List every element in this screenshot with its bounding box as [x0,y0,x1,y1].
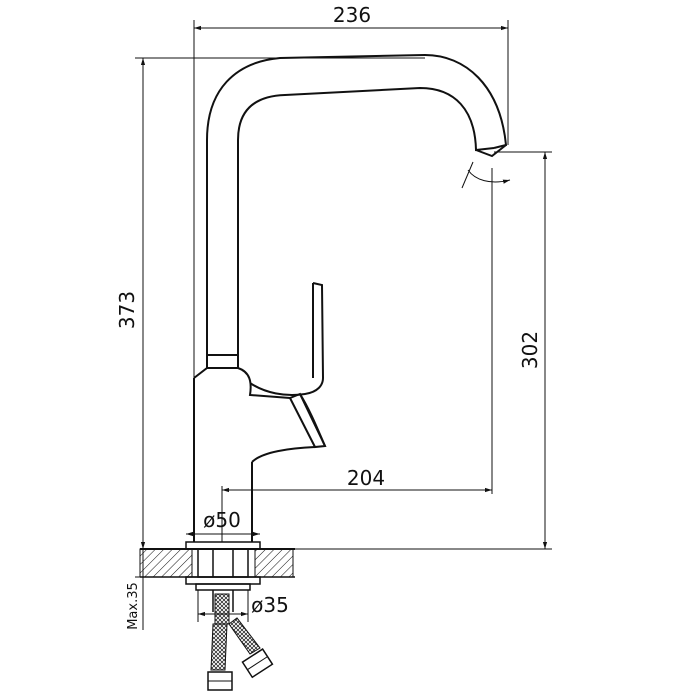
dim-spout-height: 302 [518,331,542,369]
dim-spout-reach: 204 [347,466,385,490]
dim-base-diameter: ø50 [203,508,241,532]
dim-overall-height: 373 [115,291,139,329]
dim-max-deck-thickness: Max.35 [126,582,141,630]
dim-shank-diameter: ø35 [251,593,289,617]
mounting-shank [185,541,261,612]
countertop-section [139,548,295,578]
dim-overall-width: 236 [333,3,371,27]
faucet-outline [193,53,508,542]
flexible-hoses [207,593,274,691]
dimension-lines [135,20,552,630]
